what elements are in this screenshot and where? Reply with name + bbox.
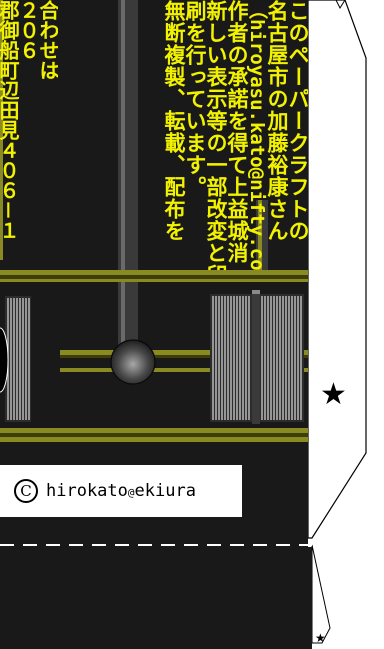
- credit-text-block: このペーパークラフトの 名古屋市の加藤裕康さん （hiroyasu.kato@n…: [128, 0, 308, 270]
- credit-line: 作者の承諾を得て上益城消: [225, 0, 249, 264]
- left-wheel-edge: [0, 327, 9, 393]
- tab-notch: [335, 0, 346, 10]
- credit-line: 刷を行っています。: [183, 0, 207, 198]
- rail-middle: [60, 350, 308, 355]
- contact-line: 郡御船町辺田見４０６－１: [0, 0, 20, 240]
- copyright-box: C hirokato@ekiura: [0, 465, 242, 517]
- star-marker-large: ★: [320, 377, 347, 412]
- grille-right: [210, 290, 304, 424]
- rail-upper: [0, 270, 308, 275]
- copyright-text: hirokato@ekiura: [46, 481, 196, 501]
- contact-line: ２０６: [16, 0, 40, 60]
- credit-line: 名古屋市の加藤裕康さん: [265, 0, 289, 242]
- credit-line: このペーパークラフトの: [286, 0, 308, 242]
- contact-text-block: 合わせは ２０６ 郡御船町辺田見４０６－１: [0, 0, 58, 290]
- credit-line: 無断複製、転載、配布を: [162, 0, 186, 242]
- copyright-at: @: [127, 486, 135, 499]
- star-marker-small: ★: [315, 631, 326, 645]
- center-hub: [110, 339, 156, 385]
- copyright-handle: hirokato: [46, 481, 128, 501]
- glue-tab-bottom: [311, 544, 331, 644]
- copyright-domain: ekiura: [134, 481, 196, 501]
- glue-tab-right: [307, 0, 367, 539]
- credit-line: 新しい表示等の一部改変と印: [204, 0, 228, 270]
- contact-line: 合わせは: [36, 0, 58, 80]
- copyright-icon: C: [14, 479, 38, 503]
- rail-lower: [0, 428, 308, 433]
- grille-left: [5, 296, 31, 422]
- dark-panel-lower: [0, 547, 312, 649]
- credit-line: （hiroyasu.kato@nifty.com）: [246, 0, 268, 270]
